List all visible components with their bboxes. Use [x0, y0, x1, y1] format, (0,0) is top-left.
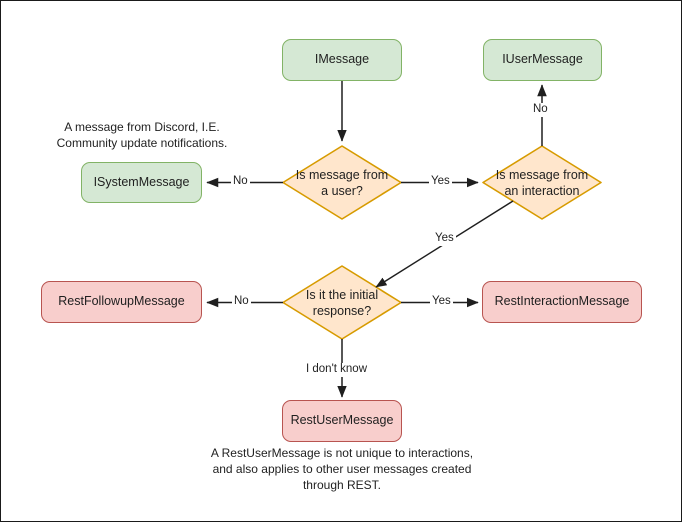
edge-label-initial-yes: Yes: [430, 295, 453, 309]
node-isystemmessage[interactable]: ISystemMessage: [81, 162, 202, 203]
note-rest-user-message: A RestUserMessage is not unique to inter…: [210, 446, 474, 493]
edge-label-initial-idk: I don't know: [304, 363, 370, 377]
edge-label-interaction-yes: Yes: [433, 232, 456, 246]
node-restusermessage[interactable]: RestUserMessage: [282, 400, 402, 442]
node-iusermessage[interactable]: IUserMessage: [483, 39, 602, 81]
edge-label-user-no: No: [231, 175, 250, 189]
node-iusermessage-label: IUserMessage: [502, 52, 583, 67]
node-restinteractionmessage[interactable]: RestInteractionMessage: [482, 281, 642, 323]
note-system-message: A message from Discord, I.E. Community u…: [56, 120, 228, 151]
node-imessage[interactable]: IMessage: [282, 39, 402, 81]
node-restusermessage-label: RestUserMessage: [290, 413, 394, 428]
node-restfollowupmessage-label: RestFollowupMessage: [58, 294, 185, 309]
decision-user-shape[interactable]: [282, 145, 402, 220]
edge-label-initial-no: No: [232, 295, 251, 309]
edge-label-user-yes: Yes: [429, 175, 452, 189]
node-isystemmessage-label: ISystemMessage: [93, 174, 190, 189]
node-restfollowupmessage[interactable]: RestFollowupMessage: [41, 281, 202, 323]
decision-initial-shape[interactable]: [282, 265, 402, 340]
edge-label-interaction-no: No: [531, 103, 550, 117]
node-restinteractionmessage-label: RestInteractionMessage: [494, 294, 630, 309]
node-imessage-label: IMessage: [314, 52, 370, 67]
